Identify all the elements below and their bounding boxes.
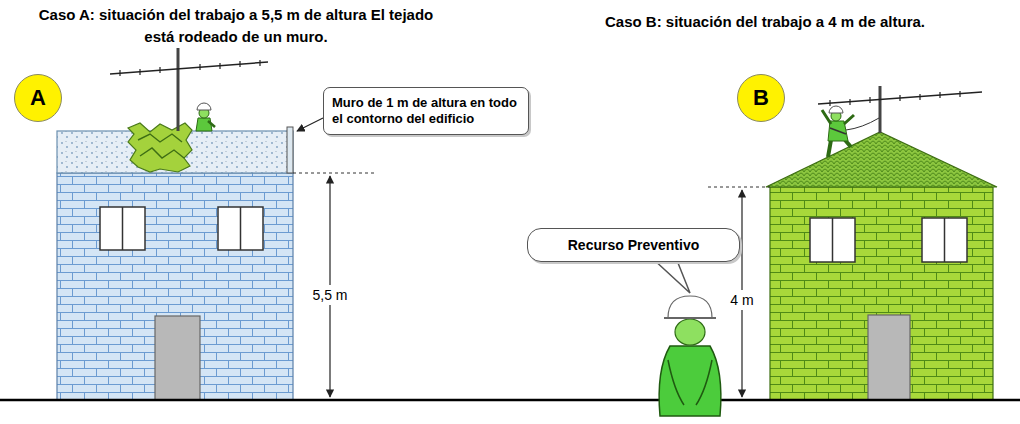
window-frame bbox=[832, 218, 834, 262]
worker-arm bbox=[208, 121, 215, 127]
dimension-label: 5,5 m bbox=[309, 285, 350, 305]
speech-bubble: Recurso Preventivo bbox=[527, 228, 740, 262]
antenna-mast bbox=[879, 86, 882, 133]
case-heading: Caso B: situación del trabajo a 4 m de a… bbox=[550, 12, 980, 32]
window-frame bbox=[122, 207, 124, 250]
dimension-extension bbox=[293, 173, 376, 400]
pitched-roof bbox=[766, 132, 997, 187]
window-frame bbox=[240, 207, 242, 250]
window bbox=[922, 218, 967, 262]
window bbox=[810, 218, 855, 262]
worker-legs bbox=[828, 140, 851, 157]
worker-helmet bbox=[197, 103, 211, 110]
antenna-mast bbox=[177, 48, 180, 131]
callout-box-text: Muro de 1 m de altura en todo el contorn… bbox=[332, 95, 520, 127]
worker-helmet bbox=[829, 106, 843, 113]
person-helmet bbox=[668, 296, 712, 318]
helmet-brim bbox=[664, 317, 716, 319]
case-badge: B bbox=[737, 74, 785, 122]
building-wall bbox=[770, 187, 993, 400]
door bbox=[868, 315, 910, 400]
worker-body bbox=[196, 118, 212, 131]
roof-break bbox=[128, 123, 192, 172]
callout-box: Muro de 1 m de altura en todo el contorn… bbox=[323, 87, 529, 135]
case-badge-text: A bbox=[30, 86, 46, 110]
door bbox=[155, 316, 200, 400]
window bbox=[218, 207, 263, 250]
dimension-label: 4 m bbox=[727, 290, 756, 310]
parapet-wall bbox=[287, 127, 293, 173]
person-body bbox=[659, 346, 721, 416]
lifeline-rope bbox=[846, 118, 879, 130]
person-arms bbox=[668, 360, 712, 405]
roof-break-lines bbox=[138, 134, 184, 158]
antenna-elements bbox=[830, 91, 960, 106]
person-face bbox=[675, 319, 705, 345]
leader-line bbox=[297, 118, 323, 131]
window-frame bbox=[944, 218, 946, 262]
bubble-tail bbox=[652, 258, 690, 293]
antenna-boom bbox=[110, 62, 268, 74]
antenna-elements bbox=[120, 60, 260, 76]
case-badge-text: B bbox=[753, 86, 769, 110]
case-badge: A bbox=[14, 74, 62, 122]
worker-harness bbox=[830, 128, 846, 134]
speech-bubble-text: Recurso Preventivo bbox=[568, 236, 700, 254]
window bbox=[100, 207, 145, 250]
case-heading: Caso A: situación del trabajo a 5,5 m de… bbox=[34, 4, 438, 48]
building-wall bbox=[57, 173, 293, 400]
ground-line bbox=[0, 399, 1020, 402]
